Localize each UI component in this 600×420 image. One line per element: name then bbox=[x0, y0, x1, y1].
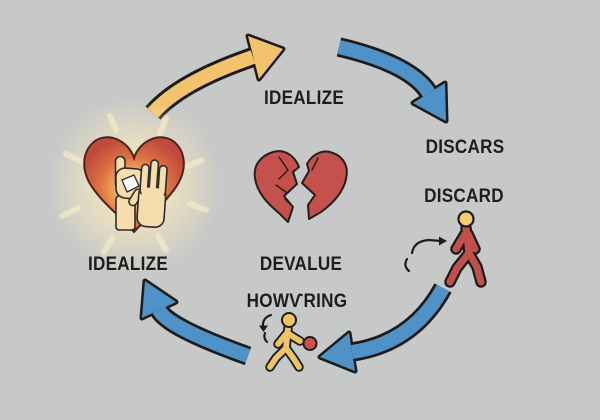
idealize-cycle-arrow bbox=[145, 33, 286, 120]
broken-heart-icon bbox=[253, 150, 348, 223]
glowing-heart-hands-icon bbox=[46, 97, 222, 273]
walking-person-red-icon bbox=[444, 210, 487, 288]
label-idealize-left: IDEALIZE bbox=[87, 254, 169, 275]
label-idealize-top: IDEALIZE bbox=[263, 88, 345, 109]
bounce-arrow-icon bbox=[259, 313, 273, 344]
label-discard: DISCARD bbox=[424, 186, 504, 207]
return-cycle-arrow bbox=[139, 278, 252, 366]
walking-person-ball-icon bbox=[265, 312, 318, 372]
discard-cycle-arrow bbox=[336, 37, 449, 124]
swoosh-arrow-icon bbox=[404, 236, 447, 273]
label-hoovering: HOWѴRING bbox=[246, 291, 348, 312]
label-discars: DISCARS bbox=[425, 137, 505, 158]
hoovering-cycle-arrow bbox=[317, 283, 452, 374]
label-devalue: DEVALUE bbox=[259, 254, 343, 275]
